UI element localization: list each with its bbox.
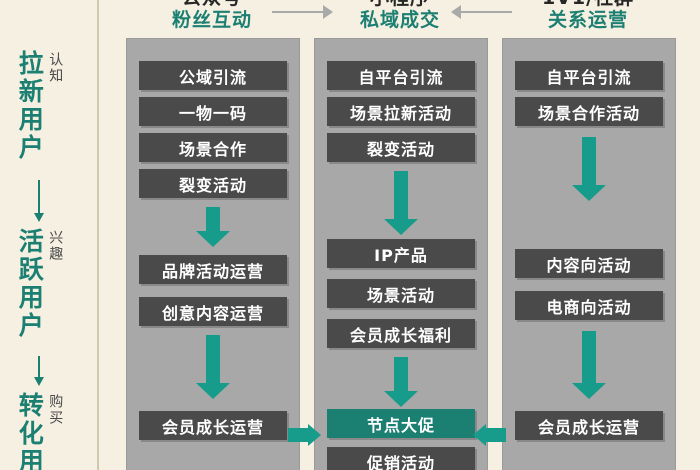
column-header-subtitle: 关系运营 (547, 9, 628, 31)
stage-label-main: 活跃用户 (15, 228, 45, 340)
stage-item-0: 拉新用户 认知 (15, 50, 96, 162)
stage-label-main: 转化用户 (15, 392, 45, 470)
node-box[interactable]: 公域引流 (139, 61, 287, 90)
column-header-subtitle: 粉丝互动 (171, 9, 252, 31)
column-header-title: 公众号 (126, 0, 298, 8)
link-arrow-col3-to-col2 (473, 424, 506, 446)
node-box[interactable]: 场景合作 (139, 133, 287, 162)
node-box-highlight[interactable]: 节点大促 (327, 409, 475, 438)
column-header-0: 公众号 粉丝互动 (126, 0, 298, 32)
node-box[interactable]: 自平台引流 (515, 61, 663, 90)
node-box[interactable]: 裂变活动 (327, 133, 475, 162)
node-box[interactable]: 自平台引流 (327, 61, 475, 90)
arrow-left-icon (451, 5, 461, 19)
arrow-right-icon (323, 5, 333, 19)
node-box[interactable]: 创意内容运营 (139, 297, 287, 326)
column-header-1: 小程序 私域成交 (314, 0, 486, 32)
node-box[interactable]: 品牌活动运营 (139, 255, 287, 284)
column-header-title: 小程序 (314, 0, 486, 8)
node-box[interactable]: 促销活动 (327, 447, 475, 470)
stage-item-1: 活跃用户 兴趣 (15, 228, 96, 340)
node-box[interactable]: 会员成长运营 (515, 411, 663, 440)
node-box[interactable]: 场景拉新活动 (327, 97, 475, 126)
column-gongzhonghao: 公域引流 一物一码 场景合作 裂变活动 品牌活动运营 创意内容运营 会员成长运营 (126, 38, 300, 470)
node-box[interactable]: 会员成长福利 (327, 319, 475, 348)
node-box[interactable]: 裂变活动 (139, 169, 287, 198)
column-shequn: 自平台引流 场景合作活动 内容向活动 电商向活动 会员成长运营 (502, 38, 676, 470)
node-box[interactable]: 内容向活动 (515, 249, 663, 278)
stage-label-sub: 认知 (47, 52, 64, 84)
stage-label-sub: 兴趣 (47, 230, 64, 262)
link-arrow-col1-to-col2 (288, 424, 321, 446)
stage-arrow-1 (34, 356, 44, 386)
column-header-title: 1V1/社群 (502, 0, 674, 8)
column-header-subtitle: 私域成交 (359, 9, 440, 31)
node-box[interactable]: 场景合作活动 (515, 97, 663, 126)
node-box[interactable]: 场景活动 (327, 279, 475, 308)
stage-item-2: 转化用户 购买 (15, 392, 96, 470)
node-box[interactable]: 一物一码 (139, 97, 287, 126)
stage-label-sub: 购买 (47, 394, 64, 426)
column-header-2: 1V1/社群 关系运营 (502, 0, 674, 32)
stage-arrow-0 (34, 180, 44, 222)
column-xiaochengxu: 自平台引流 场景拉新活动 裂变活动 IP产品 场景活动 会员成长福利 节点大促 … (314, 38, 488, 470)
header-connector-2-1 (451, 5, 512, 19)
node-box[interactable]: IP产品 (327, 239, 475, 268)
node-box[interactable]: 会员成长运营 (139, 411, 287, 440)
stage-rail: 拉新用户 认知 活跃用户 兴趣 转化用户 购买 (0, 0, 110, 470)
header-connector-0-1 (272, 5, 333, 19)
node-box[interactable]: 电商向活动 (515, 291, 663, 320)
stage-label-main: 拉新用户 (15, 50, 45, 162)
rail-divider (97, 0, 99, 470)
